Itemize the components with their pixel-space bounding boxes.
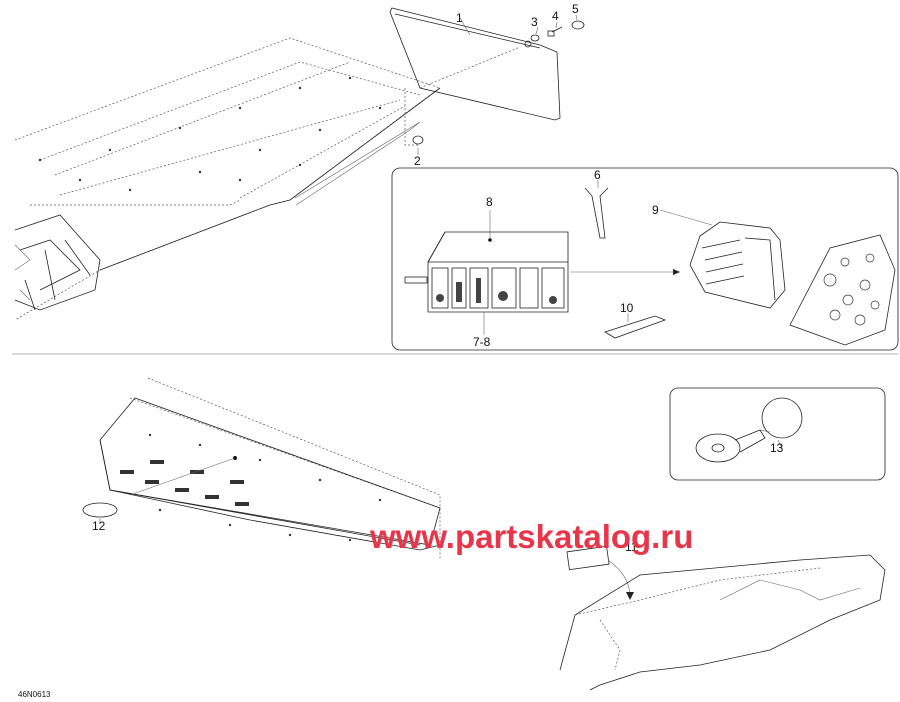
callout-3: 3	[531, 15, 538, 29]
callout-9: 9	[652, 203, 659, 217]
callout-1: 1	[456, 11, 463, 25]
callout-11: 11	[625, 540, 638, 554]
callout-10: 10	[620, 301, 634, 315]
rear-fender	[559, 545, 886, 691]
callout-labels: 1 2 3 4 5 6 7-8 8 9 10 11 12 13	[92, 2, 784, 554]
callout-13: 13	[770, 441, 784, 455]
callout-6: 6	[594, 168, 601, 182]
horn-inset	[669, 387, 886, 481]
tool-kit-inset	[391, 167, 899, 351]
watermark-text: www.partskatalog.ru	[369, 518, 693, 555]
hardware-parts	[412, 14, 585, 155]
belly-pan	[82, 377, 441, 560]
callout-5: 5	[572, 2, 579, 16]
callout-2: 2	[414, 154, 421, 168]
drawing-number: 46N0613	[18, 690, 51, 699]
tunnel-panel-top	[14, 37, 441, 321]
callout-8: 8	[486, 195, 493, 209]
callout-4: 4	[552, 9, 559, 23]
callout-12: 12	[92, 519, 106, 533]
callout-7-8: 7-8	[473, 335, 491, 349]
